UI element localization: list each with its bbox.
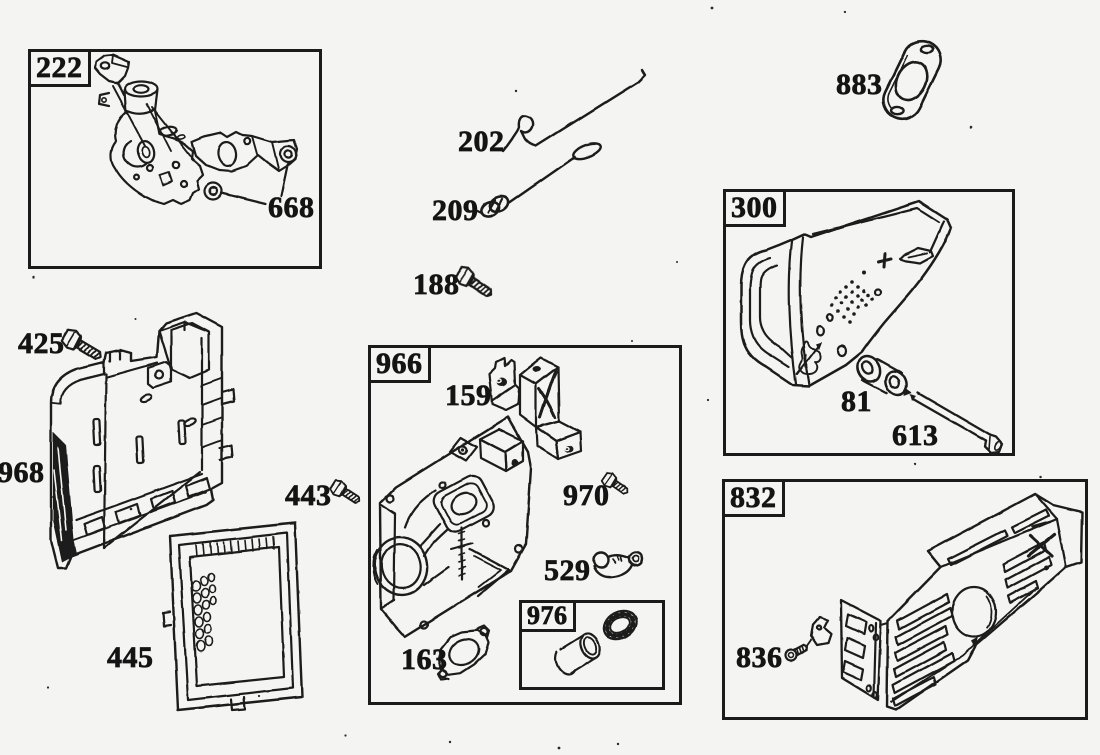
group-label-222-text: 222: [36, 51, 83, 84]
part-label-883: 883: [836, 68, 883, 101]
gasket-163-drawing: [436, 624, 491, 682]
hot-surface-emblem: [796, 340, 823, 376]
bolt-613-drawing: [910, 391, 1004, 455]
muffler-drawing: [739, 199, 953, 388]
screw-188-drawing: [454, 266, 493, 297]
group-box-976: 976: [519, 600, 665, 690]
screw-970-drawing: [600, 471, 629, 495]
screw-425-drawing: [60, 328, 102, 360]
diagram-art-root: [32, 6, 1084, 750]
screw-clip-836-drawing: [784, 615, 833, 662]
muffler-perforations: [830, 271, 874, 324]
mounting-plate-drawing: [372, 415, 533, 639]
part-label-668: 668: [268, 191, 315, 224]
part-label-163: 163: [401, 643, 448, 676]
governor-spring-drawing: [475, 142, 602, 218]
part-label-425: 425: [18, 327, 65, 360]
group-label-832-text: 832: [730, 481, 777, 514]
group-box-222: 222: [28, 49, 322, 269]
group-box-966: 966: [368, 345, 682, 705]
air-filter-drawing: [161, 521, 304, 712]
governor-link-drawing: [501, 68, 647, 153]
part-label-445: 445: [107, 641, 154, 674]
part-label-443: 443: [285, 479, 332, 512]
scan-speckles: [32, 6, 1043, 750]
gasket-883-drawing: [882, 39, 942, 121]
part-label-970: 970: [563, 479, 610, 512]
part-label-202: 202: [458, 125, 505, 158]
air-cleaner-housing-drawing: [49, 311, 236, 570]
part-label-81: 81: [841, 385, 872, 418]
group-label-222: 222: [31, 52, 91, 87]
group-label-966: 966: [371, 348, 431, 383]
part-label-529: 529: [544, 554, 591, 587]
part-label-209: 209: [432, 194, 479, 227]
part-label-968: 968: [0, 456, 45, 489]
washers-81-drawing: [856, 355, 912, 397]
group-label-976: 976: [522, 601, 576, 632]
group-box-300: 300: [723, 189, 1015, 456]
group-label-966-text: 966: [376, 347, 423, 380]
group-label-832: 832: [725, 482, 785, 517]
bracket-159-drawing: [487, 356, 583, 461]
group-label-976-text: 976: [527, 601, 568, 630]
muffler-guard-drawing: [839, 492, 1084, 712]
group-box-832: 832: [722, 479, 1088, 720]
group-label-300-text: 300: [731, 191, 778, 224]
part-label-159: 159: [445, 379, 492, 412]
screw-443-drawing: [329, 479, 361, 504]
group-label-300: 300: [726, 192, 786, 227]
carburetor-assembly-drawing: [93, 53, 299, 206]
breather-elbow-529-drawing: [592, 551, 644, 579]
cup-seal-976-drawing: [554, 609, 638, 676]
part-label-836: 836: [736, 641, 783, 674]
part-label-188: 188: [413, 268, 460, 301]
part-label-613: 613: [892, 419, 939, 452]
